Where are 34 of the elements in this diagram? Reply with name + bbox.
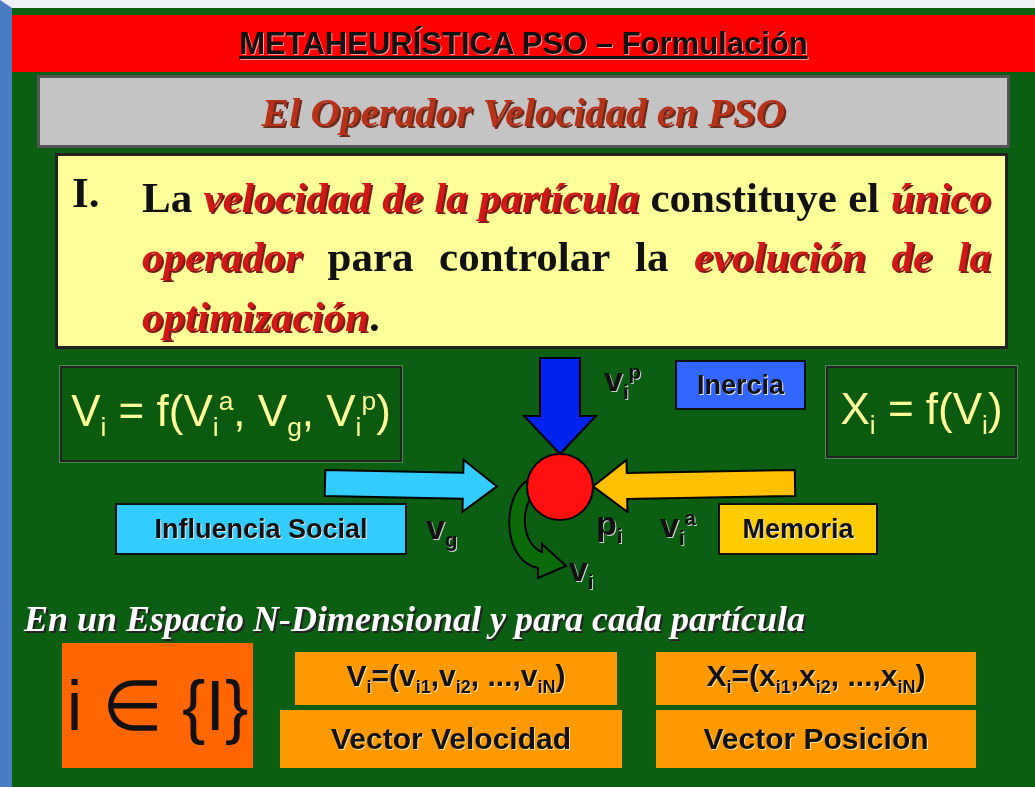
title-band: METAHEURÍSTICA PSO – Formulación [12,15,1035,72]
subtitle-box [37,75,1010,148]
box-text: Inercia [696,369,785,401]
vector-box [280,710,622,768]
set-box [62,643,253,768]
item-number: I. [72,168,101,217]
block-arrow [323,457,499,514]
position-symbol: p$_{i}$ [596,504,623,548]
label-box [115,503,407,555]
statement-text: La velocidad de la partícula constituye el único operador para controlar la evolución de la optimización. [142,173,991,342]
box-text: El Operador Velocidad en PSO [261,87,786,136]
box-text: Vector Posición [703,722,929,756]
statement-box [55,153,1008,349]
box-text: v$_{i}$ [568,550,594,594]
box-text: V$_{i}$ = f(V$_{i}$$^{a}$, V$_{g}$, V$_{i}$$^{p}$) [71,385,391,443]
label-box [675,360,806,410]
label-box [718,503,878,555]
box-text: X$_{i}$=(x$_{i1}$,x$_{i2}$, ...,x$_{iN}$) [706,659,926,698]
velocity-symbol: v$_{g}$ [426,508,458,552]
section-heading: En un Espacio N-Dimensional y para cada partícula [24,598,806,640]
vector-box [656,710,976,768]
block-arrow [591,457,797,514]
box-text: Memoria [742,513,854,545]
block-arrow [521,357,599,456]
box-text: Influencia Social [154,513,368,545]
vector-box [656,652,976,705]
box-text: X$_{i}$ = f(V$_{i}$) [840,383,1003,441]
formula-box [60,366,402,462]
particle-circle [526,453,594,521]
box-text: i ∈ {I} [66,665,249,747]
formula-box [826,366,1017,458]
vector-box [295,652,617,705]
box-text: Vector Velocidad [330,722,572,756]
box-text: V$_{i}$=(v$_{i1}$,v$_{i2}$, ...,v$_{iN}$) [346,659,566,698]
